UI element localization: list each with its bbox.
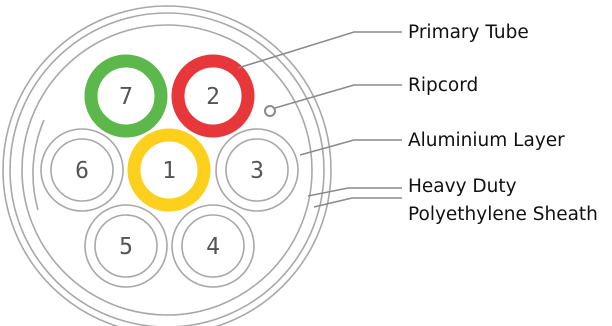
tube-6: 6 bbox=[40, 128, 124, 212]
label-primary-tube: Primary Tube bbox=[408, 22, 529, 43]
label-ripcord: Ripcord bbox=[408, 75, 478, 96]
tube-7: 7 bbox=[84, 54, 168, 138]
tube-1: 1 bbox=[127, 128, 211, 212]
tube-4-number: 4 bbox=[206, 234, 220, 260]
tube-5: 5 bbox=[84, 204, 168, 288]
tube-2-number: 2 bbox=[206, 84, 220, 110]
tube-7-number: 7 bbox=[119, 84, 133, 110]
label-aluminium-layer: Aluminium Layer bbox=[408, 130, 565, 151]
leader-aluminium-layer bbox=[299, 139, 402, 156]
inner-sheath-ring bbox=[21, 24, 313, 316]
outer-sheath-ring bbox=[2, 5, 332, 326]
tube-3: 3 bbox=[215, 128, 299, 212]
tube-6-number: 6 bbox=[75, 158, 89, 184]
leader-sheath-upper bbox=[307, 187, 402, 197]
aluminium-layer-ring bbox=[9, 12, 325, 326]
tube-4: 4 bbox=[171, 204, 255, 288]
label-sheath-line1: Heavy Duty bbox=[408, 176, 517, 197]
label-sheath-line2: Polyethylene Sheath bbox=[408, 204, 598, 225]
tube-3-number: 3 bbox=[250, 158, 264, 184]
leader-ripcord bbox=[274, 84, 402, 109]
tube-2: 2 bbox=[171, 54, 255, 138]
ripcord-marker bbox=[264, 105, 276, 117]
leader-primary-tube bbox=[237, 31, 402, 69]
tube-1-number: 1 bbox=[162, 158, 176, 184]
tube-5-number: 5 bbox=[119, 234, 133, 260]
leader-sheath-lower bbox=[313, 197, 402, 208]
sheath-seam-arc bbox=[32, 119, 45, 211]
